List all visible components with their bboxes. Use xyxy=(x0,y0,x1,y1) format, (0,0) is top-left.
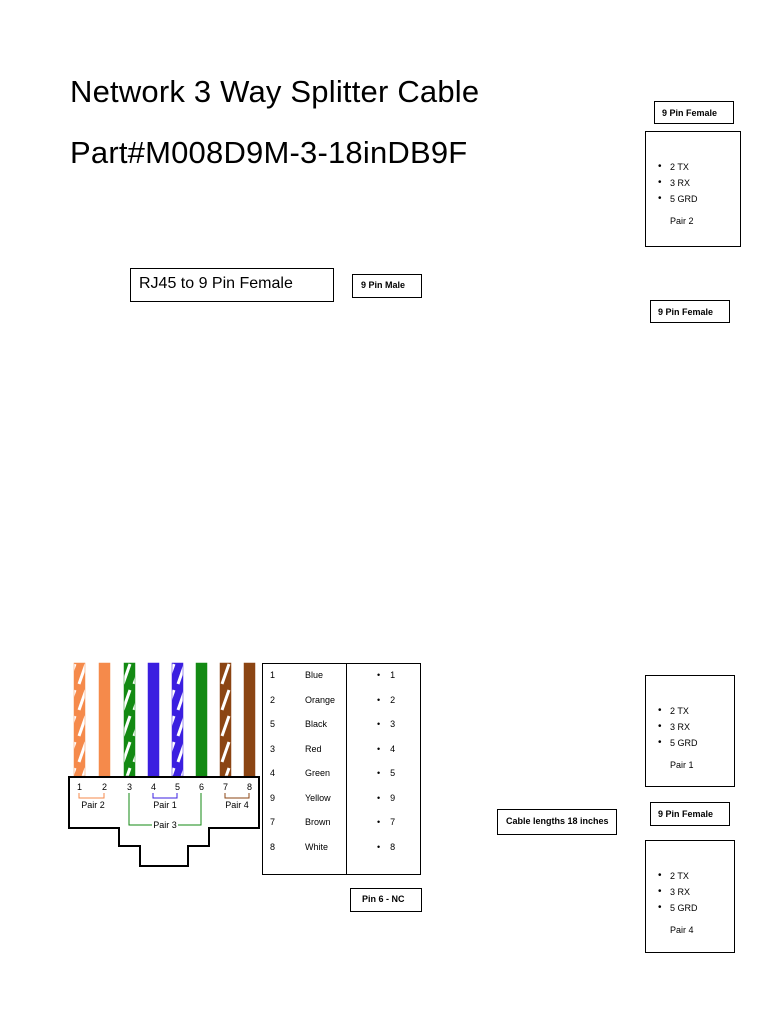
db9-pin-number: • 5 xyxy=(377,768,396,778)
wire-color-name: Orange xyxy=(305,695,336,705)
pin-rx: 3 RX xyxy=(646,719,734,735)
wire-color-name: Brown xyxy=(305,817,331,827)
pin-tx: 2 TX xyxy=(646,868,734,884)
pin-number: 1 xyxy=(77,782,82,792)
pin-box-pair-1: 2 TX 3 RX 5 GRD Pair 1 xyxy=(645,675,735,787)
pin-tx: 2 TX xyxy=(646,703,734,719)
pin6-note: Pin 6 - NC xyxy=(350,888,422,912)
pair-label: Pair 2 xyxy=(81,800,105,810)
rj45-pin-number: 8 xyxy=(270,842,276,852)
db9-mapping-table: • 1 • 2 • 3 • 4 • 5 • 9 • 7 • 8 xyxy=(346,663,421,875)
pin-number: 7 xyxy=(223,782,228,792)
pin-list: 2 TX 3 RX 5 GRD xyxy=(646,703,734,751)
rj45-pin-number: 2 xyxy=(270,695,276,705)
rj45-pin-number: 3 xyxy=(270,744,276,754)
pin-number: 8 xyxy=(247,782,252,792)
pin-box-pair-4: 2 TX 3 RX 5 GRD Pair 4 xyxy=(645,840,735,953)
nine-pin-male-label: 9 Pin Male xyxy=(352,274,422,298)
female-label-middle: 9 Pin Female xyxy=(650,300,730,323)
cable-length-note: Cable lengths 18 inches xyxy=(497,809,617,835)
pin-number: 2 xyxy=(102,782,107,792)
pin-grd: 5 GRD xyxy=(646,735,734,751)
pin6-text: Pin 6 - NC xyxy=(362,894,405,904)
db9-pin-number: • 7 xyxy=(377,817,396,827)
pair-2-bracket xyxy=(78,793,105,799)
pin-box-pair-2: 2 TX 3 RX 5 GRD Pair 2 xyxy=(645,131,741,247)
pin-rx: 3 RX xyxy=(646,884,734,900)
db9-pin-number: • 8 xyxy=(377,842,396,852)
pin-rx: 3 RX xyxy=(646,175,740,191)
rj45-pin-number: 1 xyxy=(270,670,276,680)
pin-number: 4 xyxy=(151,782,156,792)
part-number: Part#M008D9M-3-18inDB9F xyxy=(70,135,468,170)
pair-4-bracket xyxy=(224,793,250,799)
wire-1 xyxy=(73,662,86,777)
pair-label: Pair 1 xyxy=(153,800,177,810)
pin-number: 6 xyxy=(199,782,204,792)
db9-pin-number: • 4 xyxy=(377,744,396,754)
wire-color-name: White xyxy=(305,842,329,852)
wire-5 xyxy=(171,662,184,777)
pair-label: Pair 2 xyxy=(670,216,694,226)
rj45-label: RJ45 to 9 Pin Female xyxy=(139,275,293,292)
pin-number: 5 xyxy=(175,782,180,792)
db9-pin-number: • 9 xyxy=(377,793,396,803)
cable-length-text: Cable lengths 18 inches xyxy=(506,816,609,826)
page-title: Network 3 Way Splitter Cable xyxy=(70,74,480,109)
wire-4 xyxy=(147,662,160,777)
pair-1-bracket xyxy=(152,793,178,799)
pair-3-label-bg xyxy=(152,820,178,830)
wire-color-name: Blue xyxy=(305,670,324,680)
wire-color-name: Black xyxy=(305,719,328,729)
female-label-bottom: 9 Pin Female xyxy=(650,802,730,826)
wire-2 xyxy=(98,662,111,777)
wire-7 xyxy=(219,662,232,777)
pair-label: Pair 3 xyxy=(153,820,177,830)
female-label-top: 9 Pin Female xyxy=(654,101,734,124)
db9-pin-number: • 2 xyxy=(377,695,396,705)
wire-3 xyxy=(123,662,136,777)
wire-color-name: Yellow xyxy=(305,793,331,803)
rj45-mapping-table: 1 Blue 2 Orange 5 Black 3 Red 4 Green 9 Yellow 7 Brow… xyxy=(262,663,348,875)
female-label-bottom-text: 9 Pin Female xyxy=(658,809,714,819)
rj45-label-box: RJ45 to 9 Pin Female xyxy=(130,268,334,302)
pin-list: 2 TX 3 RX 5 GRD xyxy=(646,159,740,207)
female-label-middle-text: 9 Pin Female xyxy=(658,307,714,317)
pin-number: 3 xyxy=(127,782,132,792)
rj45-pin-number: 9 xyxy=(270,793,276,803)
pair-label: Pair 1 xyxy=(670,760,694,770)
pin-grd: 5 GRD xyxy=(646,191,740,207)
rj45-pin-number: 5 xyxy=(270,719,276,729)
db9-pin-number: • 1 xyxy=(377,670,396,680)
nine-pin-male-text: 9 Pin Male xyxy=(361,280,406,290)
wire-color-name: Red xyxy=(305,744,322,754)
db9-pin-number: • 3 xyxy=(377,719,396,729)
pin-grd: 5 GRD xyxy=(646,900,734,916)
pair-label: Pair 4 xyxy=(670,925,694,935)
wire-color-name: Green xyxy=(305,768,331,778)
wire-6 xyxy=(195,662,208,777)
rj45-pin-number: 7 xyxy=(270,817,276,827)
pair-label: Pair 4 xyxy=(225,800,249,810)
pin-list: 2 TX 3 RX 5 GRD xyxy=(646,868,734,916)
pin-tx: 2 TX xyxy=(646,159,740,175)
female-label-top-text: 9 Pin Female xyxy=(662,108,718,118)
wire-8 xyxy=(243,662,256,777)
rj45-pin-number: 4 xyxy=(270,768,276,778)
